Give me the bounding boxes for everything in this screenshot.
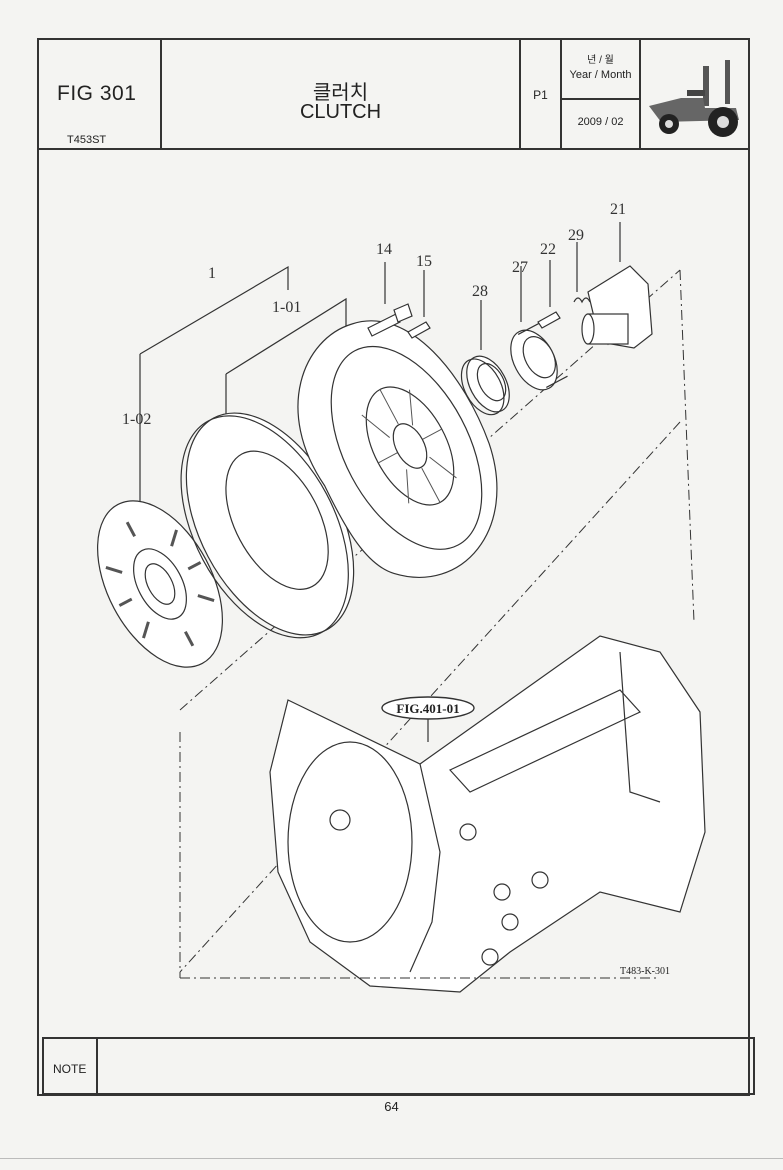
page-frame (37, 38, 750, 1096)
note-label-cell: NOTE (44, 1039, 98, 1093)
pin-15 (407, 321, 431, 339)
note-label: NOTE (53, 1062, 87, 1076)
callout-1: 1 (208, 265, 216, 282)
title-korean: 클러치 (312, 82, 369, 104)
callout-22: 22 (540, 241, 556, 258)
callout-28: 28 (472, 283, 488, 300)
year-month-cell: 년 / 월 Year / Month 2009 / 02 (562, 38, 641, 150)
callout-14: 14 (376, 241, 392, 258)
callout-1-01: 1-01 (272, 299, 301, 316)
tractor-icon (649, 60, 739, 137)
year-month-korean: 년 / 월 (587, 55, 614, 66)
bearing-28 (460, 355, 510, 416)
callout-21: 21 (610, 201, 626, 218)
note-section: NOTE (42, 1037, 755, 1095)
bolt-22 (537, 311, 561, 329)
page-label-cell: P1 (521, 38, 562, 150)
tractor-logo-cell (641, 38, 750, 150)
drawing-code: T483-K-301 (620, 966, 670, 977)
header: FIG 301 T453ST 클러치 CLUTCH P1 년 / 월 Year … (37, 38, 750, 150)
figure-number-cell: FIG 301 T453ST (37, 38, 162, 150)
title-cell: 클러치 CLUTCH (162, 38, 521, 150)
bolt-14 (367, 303, 413, 337)
reference-label: FIG.401-01 (396, 701, 459, 716)
exploded-parts-diagram: 1 1-01 1-02 14 15 28 27 22 29 21 FIG.401… (97, 201, 706, 993)
page-label: P1 (533, 88, 548, 102)
header-divider (37, 148, 750, 150)
callout-27: 27 (512, 259, 528, 276)
transmission-housing (269, 635, 706, 993)
title-english: CLUTCH (299, 101, 382, 123)
page-number: 64 (384, 1099, 399, 1114)
year-month-label: Year / Month (569, 69, 632, 81)
callout-15: 15 (416, 253, 432, 270)
reference-badge: FIG.401-01 (381, 696, 475, 720)
release-bearing-27 (510, 322, 568, 391)
pressure-ring (180, 412, 355, 639)
callout-1-02: 1-02 (122, 411, 151, 428)
model-code: T453ST (67, 134, 107, 146)
figure-number: FIG 301 (57, 82, 137, 105)
guide-sleeve-21 (581, 265, 653, 349)
revision-date: 2009 / 02 (577, 116, 624, 128)
scan-edge-line (0, 1158, 783, 1159)
callout-29: 29 (568, 227, 584, 244)
pressure-plate-cover (297, 320, 498, 578)
clutch-disc (97, 500, 223, 668)
